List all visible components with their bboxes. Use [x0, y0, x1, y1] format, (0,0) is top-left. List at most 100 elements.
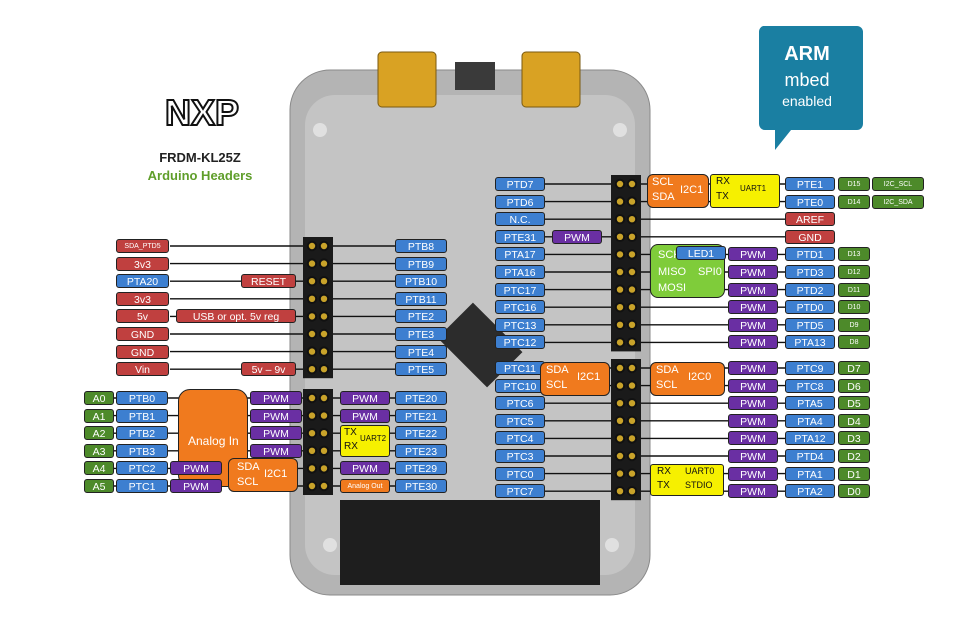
- pwm-label: PWM: [728, 361, 778, 375]
- port-label: PTC8: [785, 378, 835, 393]
- mosi-label: MOSI: [658, 282, 687, 294]
- header-pin: [306, 311, 318, 322]
- port-label: PTD7: [495, 177, 545, 191]
- power-pin-label: GND: [116, 327, 169, 341]
- header-pin: [306, 445, 318, 456]
- i2c1-left-block: [228, 458, 298, 492]
- pwm-label: PWM: [728, 466, 778, 481]
- port-label: PTB8: [395, 239, 447, 253]
- header-pin: [626, 284, 638, 295]
- header-pin: [626, 468, 638, 479]
- i2c1-right-block: [647, 174, 709, 208]
- arduino-pin-label: D1: [838, 466, 870, 481]
- sda-label: SDA: [546, 364, 569, 376]
- sck-label: SCK: [658, 249, 681, 261]
- arduino-pin-label: D10: [838, 300, 870, 315]
- power-pin-label: 3v3: [116, 256, 169, 271]
- port-label: PTD3: [785, 265, 835, 279]
- uart0-block: [650, 464, 724, 496]
- pwm-label: PWM: [728, 247, 778, 262]
- header-pin: [306, 240, 318, 252]
- miso-label: MISO: [658, 266, 687, 278]
- nxp-logo-icon: NXP: [164, 93, 240, 133]
- svg-text:ARM: ARM: [784, 43, 830, 65]
- header-pin: [318, 328, 330, 340]
- i2c1-label: I2C1: [264, 468, 288, 480]
- pwm-label: PWM: [728, 484, 778, 499]
- header-block: [303, 237, 333, 379]
- inner-function-label: PWM: [340, 408, 390, 423]
- header-pin: [318, 480, 330, 492]
- port-label: PTE20: [395, 391, 447, 405]
- port-label: PTD6: [495, 194, 545, 209]
- mount-hole: [313, 123, 327, 137]
- tx-label: TX: [716, 191, 729, 202]
- header-pin: [614, 319, 626, 330]
- i2c1-label: I2C1: [577, 371, 601, 383]
- arduino-pin-label: A0: [84, 391, 114, 405]
- mount-hole: [613, 123, 627, 137]
- header-pin: [626, 302, 638, 313]
- port-label: PTD1: [785, 247, 835, 262]
- arduino-pin-label: D13: [838, 247, 870, 262]
- header-pin: [306, 328, 318, 340]
- scl-label: SCL: [652, 176, 674, 188]
- header-pin: [306, 410, 318, 421]
- header-pin: [614, 196, 626, 207]
- header-pin: [626, 433, 638, 444]
- tx-label: TX: [344, 427, 357, 438]
- header-pin: [614, 415, 626, 426]
- port-label: PTB11: [395, 291, 447, 306]
- header-pin: [614, 266, 626, 278]
- port-label: GND: [785, 229, 835, 244]
- header-pin: [614, 231, 626, 243]
- port-label: PTC10: [495, 378, 545, 393]
- header-pin: [626, 415, 638, 426]
- port-label: AREF: [785, 212, 835, 227]
- sda-label: SDA: [237, 461, 260, 473]
- pwm-label: PWM: [728, 431, 778, 446]
- port-label: PTD2: [785, 282, 835, 297]
- port-label: PTE1: [785, 177, 835, 191]
- header-pin: [626, 337, 638, 348]
- header-pin: [614, 398, 626, 409]
- port-label: PTE30: [395, 479, 447, 493]
- stdio-label: STDIO: [685, 480, 713, 490]
- header-pin: [614, 433, 626, 444]
- arduino-pin-label: D6: [838, 378, 870, 393]
- port-label: PTB3: [116, 443, 168, 458]
- power-pin-label: PTA20: [116, 274, 169, 289]
- port-label: PTA4: [785, 413, 835, 428]
- pwm-label: PWM: [728, 335, 778, 350]
- power-pin-label: 3v3: [116, 291, 169, 306]
- port-label: PTC13: [495, 317, 545, 332]
- port-label: PTE0: [785, 194, 835, 209]
- tx-label: TX: [657, 480, 670, 491]
- header-pin: [614, 214, 626, 225]
- header-pin: [318, 346, 330, 357]
- header-pin: [306, 392, 318, 404]
- header-pin: [318, 258, 330, 269]
- uart1-label: UART1: [740, 184, 767, 193]
- inner-function-label: Analog Out: [340, 479, 390, 493]
- mount-hole: [605, 538, 619, 552]
- pwm-label: PWM: [250, 426, 302, 441]
- header-pin: [626, 231, 638, 243]
- spi0-label: SPI0: [698, 266, 722, 278]
- port-label: PTD0: [785, 300, 835, 315]
- port-label: PTB1: [116, 408, 168, 423]
- port-label: PTE2: [395, 309, 447, 324]
- port-label: PTE23: [395, 443, 447, 458]
- uart0-label: UART0: [685, 466, 715, 476]
- pwm-label: PWM: [170, 479, 222, 493]
- arduino-pin-label: D2: [838, 449, 870, 463]
- header-block: [611, 359, 641, 501]
- scl-label: SCL: [546, 379, 568, 391]
- board-name: FRDM-KL25Z: [159, 150, 241, 165]
- pwm-label: PWM: [728, 449, 778, 463]
- port-label: PTA1: [785, 466, 835, 481]
- reset-switch: [455, 62, 495, 90]
- mount-hole: [323, 538, 337, 552]
- arduino-pin-label: D0: [838, 484, 870, 499]
- port-label: PTC11: [495, 361, 545, 375]
